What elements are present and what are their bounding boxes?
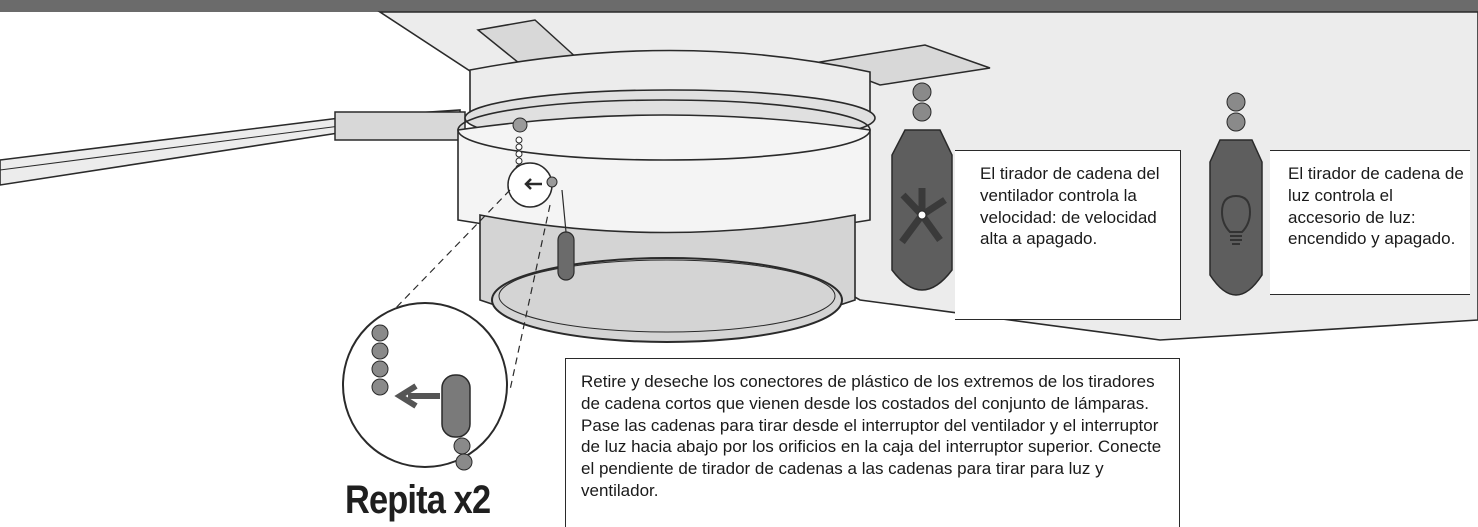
zoom-chain-beads: [371, 324, 389, 396]
blade-bracket-left: [334, 111, 466, 141]
light-pull-chain: [1226, 92, 1246, 132]
zoom-arrow-icon: [394, 383, 440, 409]
fan-icon: [899, 188, 947, 245]
light-chain-callout: El tirador de cadena de luz controla el …: [1270, 150, 1470, 295]
zoom-detail-circle: [342, 302, 508, 468]
fan-chain-callout: El tirador de cadena del ventilador cont…: [955, 150, 1181, 320]
light-bulb-icon: [1220, 194, 1252, 233]
header-bar: [0, 0, 1478, 12]
fan-pull-chain: [912, 82, 932, 122]
instructions-callout: Retire y deseche los conectores de plást…: [565, 358, 1180, 527]
repeat-label: Repita x2: [345, 478, 491, 522]
light-fob: [1209, 139, 1263, 296]
short-pull-chain-fob: [557, 231, 575, 281]
zoom-connector: [441, 374, 471, 438]
